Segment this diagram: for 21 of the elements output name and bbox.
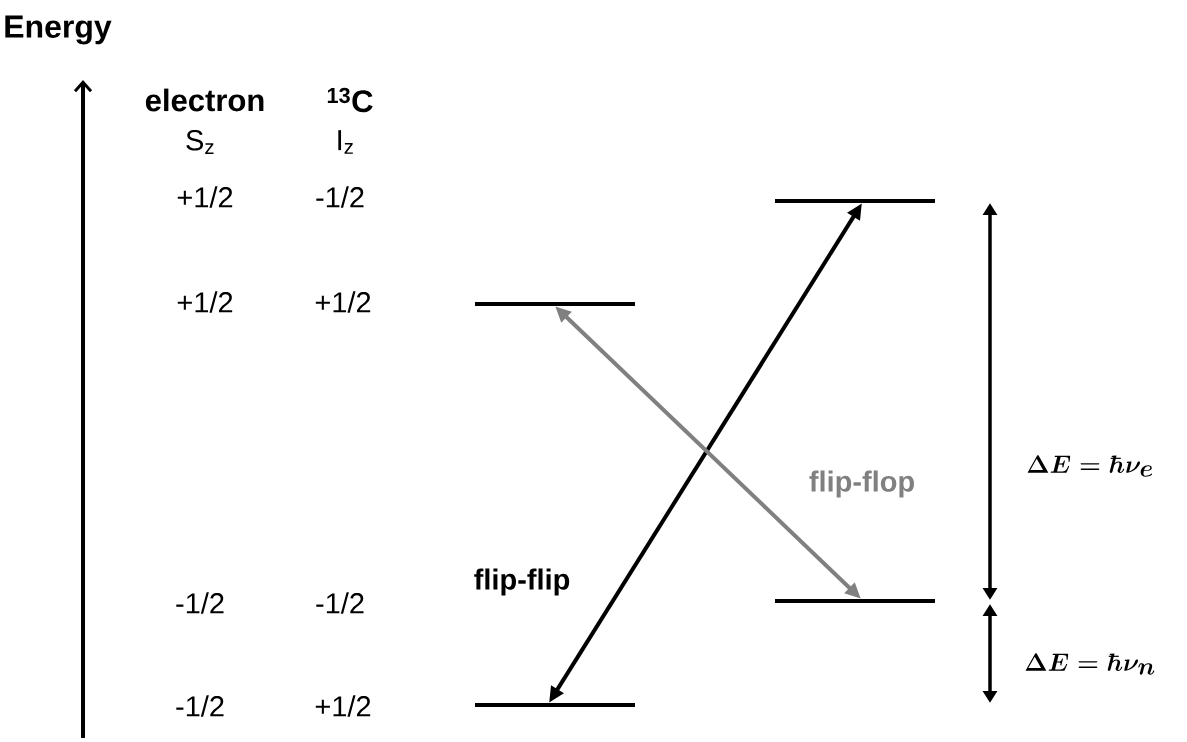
edge-label: flip-flop: [806, 468, 918, 500]
energy-formula: $\Delta E = \hbar \nu_n$: [1025, 653, 1155, 675]
spin-value: S$_{z}$: [186, 130, 214, 154]
axis-label: Energy: [5, 15, 112, 45]
spin-value: -1/2: [176, 695, 224, 717]
edge-label: flip-flip: [471, 566, 573, 598]
energy-formula: $\Delta E = \hbar \nu_e$: [1027, 455, 1153, 477]
energy-level-bar: [475, 302, 635, 306]
spin-value: I$_{z}$: [338, 130, 353, 154]
spin-value: -1/2: [316, 186, 364, 208]
column-heading: electron: [145, 88, 264, 112]
energy-level-bar: [475, 703, 635, 707]
energy-level-bar: [775, 599, 935, 603]
spin-value: +1/2: [315, 291, 371, 313]
spin-value: -1/2: [176, 592, 224, 614]
column-heading: $^{13}$C: [327, 87, 373, 113]
spin-value: +1/2: [315, 695, 371, 717]
spin-value: +1/2: [177, 291, 233, 313]
spin-value: +1/2: [177, 186, 233, 208]
spin-value: -1/2: [316, 592, 364, 614]
energy-level-bar: [775, 199, 935, 203]
